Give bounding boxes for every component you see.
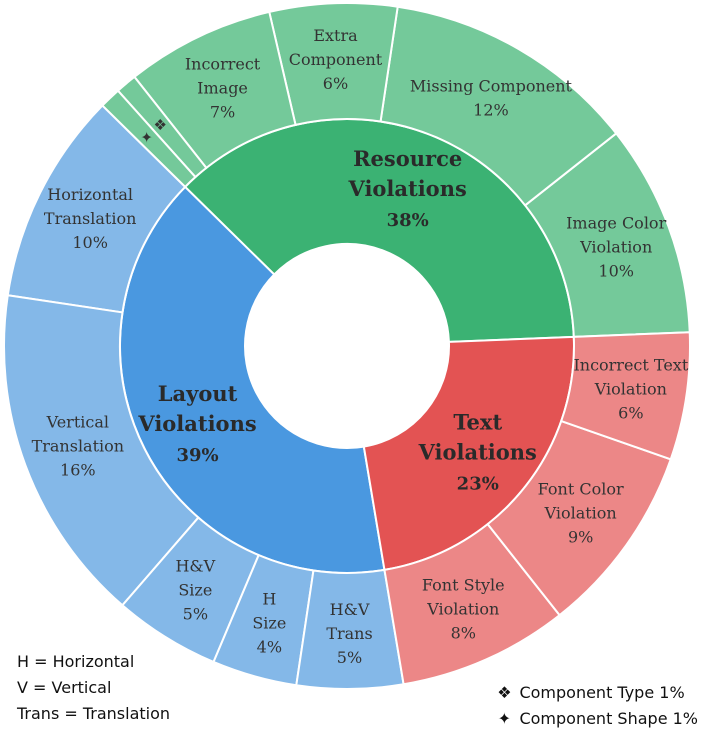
legend-abbrev-v: V = Vertical: [17, 678, 112, 697]
inner-label-text-violations-1: Violations: [418, 439, 537, 464]
outer-label-component-type-0: ❖: [153, 116, 166, 134]
outer-label-vertical-translation-2: 16%: [60, 461, 96, 480]
outer-label-h-size-0: H: [262, 589, 276, 608]
inner-label-resource-violations-1: Violations: [348, 176, 467, 201]
outer-label-h-size-2: 4%: [257, 637, 282, 656]
outer-label-image-color-violation-1: Violation: [579, 237, 652, 256]
outer-label-missing-component-0: Missing Component: [410, 77, 573, 96]
outer-label-handv-trans-0: H&V: [330, 600, 370, 619]
legend-component-shape-label: Component Shape 1%: [519, 709, 698, 728]
outer-label-horizontal-translation-0: Horizontal: [47, 185, 133, 204]
inner-label-text-violations-2: 23%: [457, 473, 499, 494]
outer-label-extra-component-2: 6%: [323, 74, 348, 93]
outer-label-extra-component-0: Extra: [313, 26, 358, 45]
outer-label-incorrect-image-2: 7%: [210, 102, 235, 121]
outer-label-component-shape-0: ✦: [140, 128, 153, 146]
outer-label-image-color-violation-2: 10%: [598, 261, 634, 280]
inner-label-text-violations-0: Text: [453, 409, 502, 434]
legend-item-component-type: ❖ Component Type 1%: [494, 680, 698, 706]
outer-label-incorrect-text-violation-1: Violation: [594, 379, 667, 398]
outer-label-handv-size-1: Size: [178, 581, 212, 600]
outer-label-vertical-translation-1: Translation: [32, 437, 125, 456]
outer-label-vertical-translation-0: Vertical: [46, 413, 109, 432]
legend-item-component-shape: ✦ Component Shape 1%: [494, 706, 698, 732]
outer-label-handv-trans-1: Trans: [326, 624, 372, 643]
outer-segment-incorrect-text-violation: [559, 331, 691, 461]
inner-label-resource-violations-0: Resource: [353, 146, 462, 171]
outer-label-font-color-violation-1: Violation: [544, 504, 617, 523]
outer-label-handv-size-0: H&V: [175, 557, 215, 576]
outer-label-horizontal-translation-1: Translation: [44, 209, 137, 228]
outer-label-font-color-violation-2: 9%: [568, 528, 593, 547]
legend-abbrev-trans: Trans = Translation: [17, 704, 171, 723]
outer-label-handv-trans-2: 5%: [337, 648, 362, 667]
outer-label-missing-component-1: 12%: [473, 101, 509, 120]
outer-label-handv-size-2: 5%: [183, 605, 208, 624]
outer-label-font-color-violation-0: Font Color: [538, 480, 624, 499]
outer-label-horizontal-translation-2: 10%: [72, 233, 108, 252]
outer-label-incorrect-image-1: Image: [197, 78, 248, 97]
component-shape-symbol-icon: ✦: [497, 709, 512, 728]
abbreviation-legend: H = Horizontal V = Vertical Trans = Tran…: [17, 649, 170, 727]
outer-label-font-style-violation-0: Font Style: [422, 575, 505, 594]
legend-abbrev-h: H = Horizontal: [17, 652, 135, 671]
symbol-legend: ❖ Component Type 1% ✦ Component Shape 1%: [494, 680, 698, 732]
inner-label-layout-violations-1: Violations: [137, 411, 256, 436]
outer-label-font-style-violation-1: Violation: [426, 599, 499, 618]
component-type-symbol-icon: ❖: [497, 683, 512, 702]
outer-label-font-style-violation-2: 8%: [451, 623, 476, 642]
outer-label-image-color-violation-0: Image Color: [566, 213, 666, 232]
outer-label-incorrect-text-violation-2: 6%: [618, 403, 643, 422]
inner-label-resource-violations-2: 38%: [387, 210, 429, 231]
outer-label-h-size-1: Size: [252, 613, 286, 632]
outer-label-incorrect-image-0: Incorrect: [185, 54, 261, 73]
outer-label-extra-component-1: Component: [289, 50, 383, 69]
outer-label-incorrect-text-violation-0: Incorrect Text: [573, 355, 688, 374]
legend-component-type-label: Component Type 1%: [519, 683, 685, 702]
inner-label-layout-violations-2: 39%: [176, 445, 218, 466]
inner-label-layout-violations-0: Layout: [158, 381, 238, 406]
